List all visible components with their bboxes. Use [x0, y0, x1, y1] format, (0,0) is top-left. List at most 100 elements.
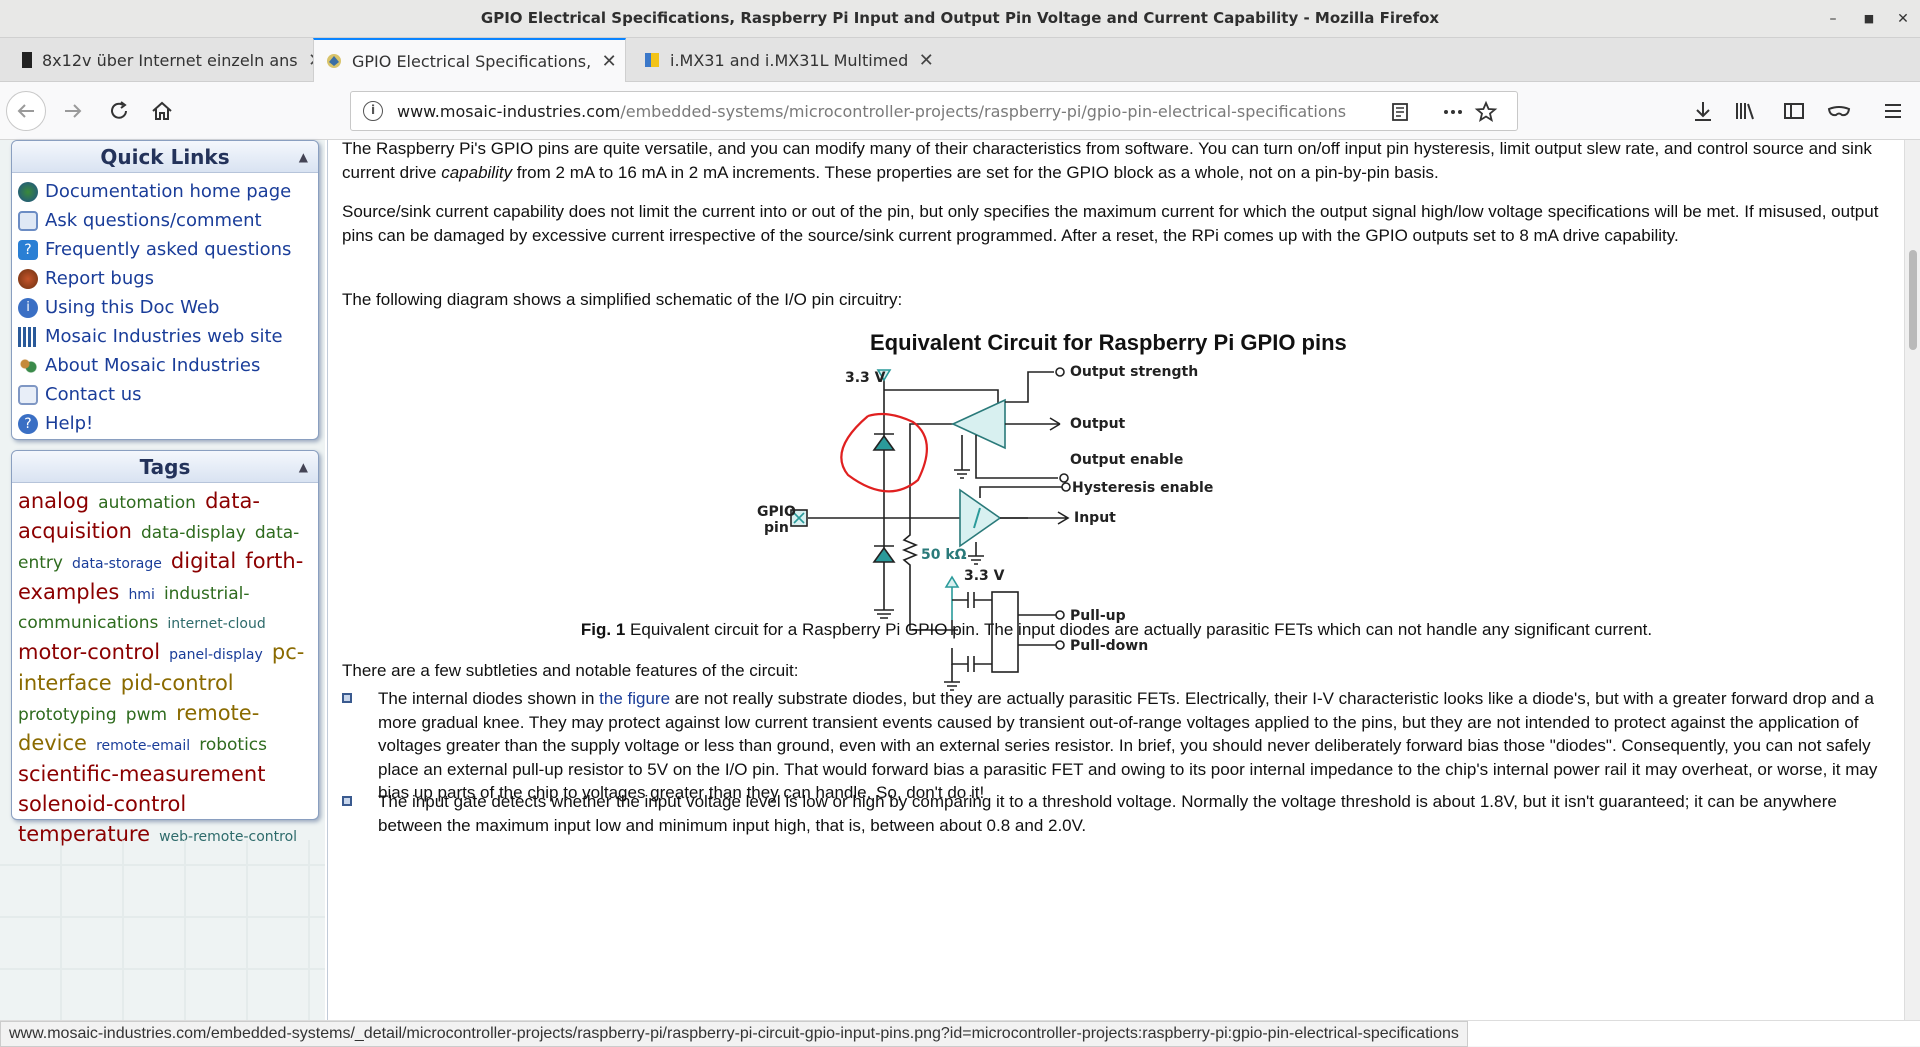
tab-relay[interactable]: 8x12v über Internet einzeln ans ✕: [6, 38, 323, 82]
figure-link[interactable]: the figure: [599, 689, 671, 708]
label-3v3-top: 3.3 V: [845, 370, 886, 386]
tag-link[interactable]: data-acquisition: [18, 489, 260, 543]
sidebar-toggle-button[interactable]: [1777, 94, 1811, 128]
paragraph-source-sink: Source/sink current capability does not …: [342, 202, 1879, 245]
tag-link[interactable]: web-remote-control: [159, 829, 298, 845]
tag-link[interactable]: data-storage: [72, 556, 162, 572]
quicklink-report-bugs[interactable]: Report bugs: [18, 264, 312, 293]
quicklink-faq[interactable]: ?Frequently asked questions: [18, 235, 312, 264]
tag-link[interactable]: remote-email: [96, 738, 191, 754]
tag-cloud: analog automation data-acquisition data-…: [12, 483, 318, 855]
address-bar[interactable]: i www.mosaic-industries.com/embedded-sys…: [350, 91, 1518, 131]
quicklink-contact[interactable]: Contact us: [18, 380, 312, 409]
reader-view-icon: [1392, 103, 1408, 121]
tag-link[interactable]: panel-display: [169, 647, 263, 663]
arrow-right-icon: [65, 104, 82, 118]
quick-links-list: Documentation home page Ask questions/co…: [12, 173, 318, 442]
maximize-button[interactable]: ■: [1863, 12, 1875, 25]
tag-link[interactable]: temperature: [18, 822, 150, 846]
tag-link[interactable]: scientific-measurement: [18, 762, 266, 786]
reload-button[interactable]: [102, 94, 136, 128]
gpio-circuit-diagram[interactable]: 3.3 V Output strength Output Output enab…: [328, 330, 1905, 691]
page-scrollbar[interactable]: [1904, 140, 1920, 1020]
menu-button[interactable]: [1876, 94, 1910, 128]
private-mask-button[interactable]: [1822, 94, 1856, 128]
label-resistor: 50 kΩ: [921, 547, 967, 563]
label-output-enable: Output enable: [1070, 452, 1183, 468]
tag-link[interactable]: prototyping: [18, 705, 117, 725]
quicklink-label: Contact us: [45, 384, 142, 405]
minimize-button[interactable]: –: [1829, 11, 1837, 27]
reader-view-button[interactable]: [1383, 95, 1417, 129]
downloads-button[interactable]: [1686, 94, 1720, 128]
page-actions-button[interactable]: [1436, 95, 1470, 129]
tag-link[interactable]: internet-cloud: [167, 616, 266, 632]
navigation-toolbar: i www.mosaic-industries.com/embedded-sys…: [0, 82, 1920, 140]
tag-link[interactable]: automation: [98, 493, 196, 513]
label-3v3-bottom: 3.3 V: [964, 568, 1005, 584]
close-tab-icon[interactable]: ✕: [601, 50, 617, 72]
close-tab-icon[interactable]: ✕: [918, 49, 934, 71]
tag-link[interactable]: motor-control: [18, 640, 161, 664]
url-text[interactable]: www.mosaic-industries.com/embedded-syste…: [397, 102, 1346, 121]
quick-links-header: Quick Links▲: [12, 141, 318, 173]
tab-imx31[interactable]: i.MX31 and i.MX31L Multimed ✕: [632, 38, 944, 82]
quicklink-mosaic-site[interactable]: Mosaic Industries web site: [18, 322, 312, 351]
tag-link[interactable]: robotics: [199, 735, 268, 755]
tag-link[interactable]: analog: [18, 489, 90, 513]
forward-button[interactable]: [56, 94, 90, 128]
tag-link[interactable]: pwm: [125, 705, 168, 725]
more-dots-icon: [1444, 110, 1462, 114]
quick-links-box: Quick Links▲ Documentation home page Ask…: [11, 140, 319, 440]
sitemap-icon: [18, 326, 38, 347]
tag-link[interactable]: forth-examples: [18, 549, 304, 604]
back-button[interactable]: [6, 91, 46, 131]
quicklink-about[interactable]: About Mosaic Industries: [18, 351, 312, 380]
tag-link[interactable]: data-entry: [18, 523, 300, 573]
scrollbar-thumb[interactable]: [1909, 250, 1917, 350]
text-span: are not really substrate diodes, but the…: [378, 689, 1878, 802]
sidebar-icon: [1784, 103, 1804, 119]
figure-title[interactable]: Equivalent Circuit for Raspberry Pi GPIO…: [870, 330, 1347, 355]
tag-link[interactable]: data-display: [140, 523, 246, 543]
globe-icon: [18, 181, 38, 202]
label-output-strength: Output strength: [1070, 364, 1198, 380]
tag-link[interactable]: digital: [170, 549, 237, 573]
quicklink-ask-questions[interactable]: Ask questions/comment: [18, 206, 312, 235]
help-circle-icon: ?: [18, 413, 38, 434]
home-button[interactable]: [145, 94, 179, 128]
tab-label: GPIO Electrical Specifications,: [352, 51, 592, 71]
status-bar: www.mosaic-industries.com/embedded-syste…: [0, 1020, 1920, 1047]
tag-link[interactable]: pc-interface: [18, 640, 305, 695]
tag-link[interactable]: remote-device: [18, 701, 260, 755]
star-icon: [1474, 100, 1498, 122]
collapse-caret-icon[interactable]: ▲: [298, 460, 308, 474]
tag-link[interactable]: solenoid-control: [18, 792, 187, 816]
bullet-square-icon: [342, 693, 352, 703]
bullet-square-icon: [342, 796, 352, 806]
status-link-url: www.mosaic-industries.com/embedded-syste…: [0, 1021, 1468, 1047]
figure-caption: Fig. 1 Equivalent circuit for a Raspberr…: [328, 620, 1905, 640]
mosaic-site-icon: [327, 54, 341, 68]
label-output: Output: [1070, 416, 1126, 432]
tag-link[interactable]: industrial-communications: [18, 584, 250, 633]
library-button[interactable]: [1728, 94, 1762, 128]
tag-link[interactable]: pid-control: [120, 671, 234, 695]
window-title: GPIO Electrical Specifications, Raspberr…: [480, 9, 1440, 27]
contact-card-icon: [18, 384, 38, 405]
quicklink-documentation[interactable]: Documentation home page: [18, 177, 312, 206]
quicklink-help[interactable]: ?Help!: [18, 409, 312, 438]
collapse-caret-icon[interactable]: ▲: [298, 150, 308, 164]
mask-icon: [1827, 106, 1851, 117]
info-circle-icon: i: [18, 297, 38, 318]
pdf-doc-icon: [645, 53, 659, 67]
bookmark-star-button[interactable]: [1469, 95, 1503, 129]
tab-gpio[interactable]: GPIO Electrical Specifications, ✕: [313, 38, 626, 82]
tag-link[interactable]: hmi: [128, 587, 155, 603]
quicklink-label: Mosaic Industries web site: [45, 326, 283, 347]
info-icon[interactable]: i: [363, 101, 383, 121]
label-input: Input: [1074, 510, 1116, 526]
close-window-button[interactable]: ✕: [1897, 11, 1909, 27]
